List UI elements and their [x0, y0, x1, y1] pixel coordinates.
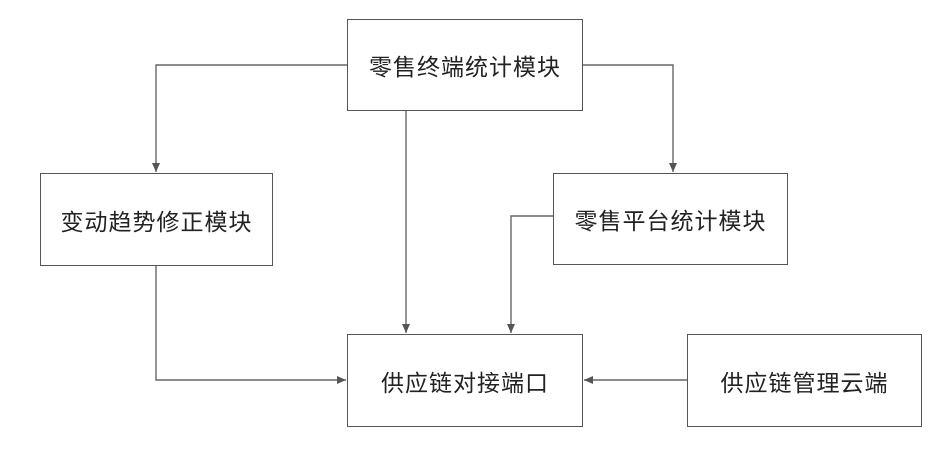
- trend-correction-label: 变动趋势修正模块: [61, 203, 253, 237]
- retail-terminal-stats-module: 零售终端统计模块: [347, 19, 583, 111]
- retail-platform-stats-label: 零售平台统计模块: [575, 202, 767, 236]
- edge-trend-to-port: [156, 266, 346, 380]
- retail-terminal-stats-label: 零售终端统计模块: [369, 48, 561, 82]
- edge-terminal-to-platform: [583, 65, 673, 172]
- trend-correction-module: 变动趋势修正模块: [40, 173, 273, 266]
- supply-chain-port: 供应链对接端口: [347, 334, 583, 427]
- retail-platform-stats-module: 零售平台统计模块: [553, 173, 788, 265]
- supply-chain-cloud-label: 供应链管理云端: [721, 364, 889, 398]
- supply-chain-cloud: 供应链管理云端: [687, 334, 922, 427]
- edge-terminal-to-trend: [156, 65, 347, 172]
- supply-chain-port-label: 供应链对接端口: [381, 364, 549, 398]
- edge-platform-to-port: [511, 216, 553, 333]
